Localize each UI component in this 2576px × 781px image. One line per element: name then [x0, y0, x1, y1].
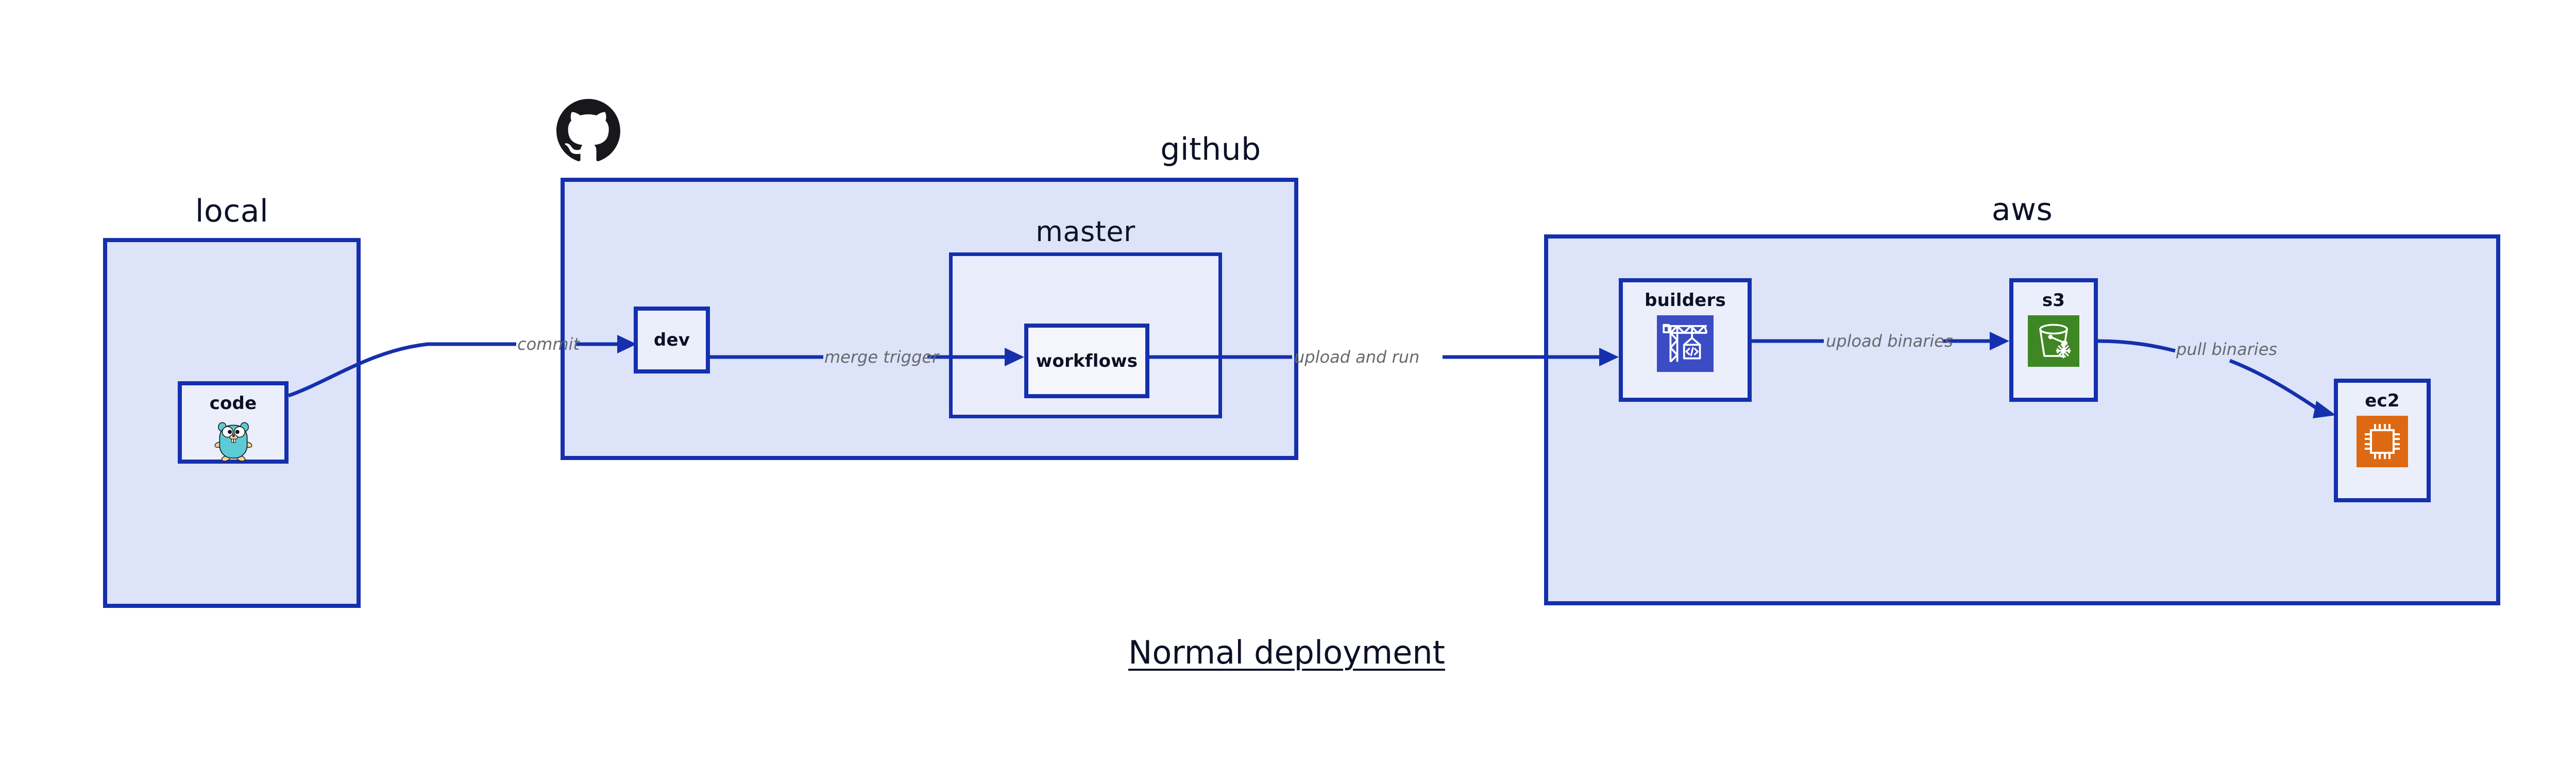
node-s3[interactable]: s3 — [2009, 278, 2098, 402]
edge-label-commit: commit — [517, 334, 580, 354]
github-octocat-logo — [556, 99, 620, 165]
node-label-s3: s3 — [2042, 290, 2065, 311]
node-dev[interactable]: dev — [634, 307, 710, 373]
node-label-builders: builders — [1645, 290, 1726, 311]
node-workflows[interactable]: workflows — [1024, 324, 1149, 398]
node-label-code: code — [209, 393, 257, 414]
crane-code-icon — [1657, 315, 1714, 374]
cpu-chip-icon — [2357, 416, 2408, 469]
node-ec2[interactable]: ec2 — [2334, 379, 2431, 502]
node-code[interactable]: code — [178, 381, 289, 464]
edge-label-upload-binaries: upload binaries — [1826, 331, 1953, 351]
diagram-title: Normal deployment — [1128, 634, 1445, 671]
edge-label-merge-trigger: merge trigger — [824, 347, 939, 367]
edge-label-pull-binaries: pull binaries — [2176, 339, 2278, 359]
s3-bucket-icon — [2028, 315, 2079, 369]
node-label-ec2: ec2 — [2365, 390, 2400, 411]
subgroup-label-master: master — [1036, 215, 1136, 248]
group-label-local: local — [195, 193, 269, 229]
node-label-dev: dev — [653, 330, 690, 350]
edge-label-upload-and-run: upload and run — [1294, 347, 1420, 367]
go-gopher-icon — [211, 417, 256, 464]
node-builders[interactable]: builders — [1619, 278, 1752, 402]
node-label-workflows: workflows — [1036, 350, 1138, 371]
group-label-github: github — [1160, 131, 1261, 167]
group-label-aws: aws — [1991, 192, 2053, 228]
